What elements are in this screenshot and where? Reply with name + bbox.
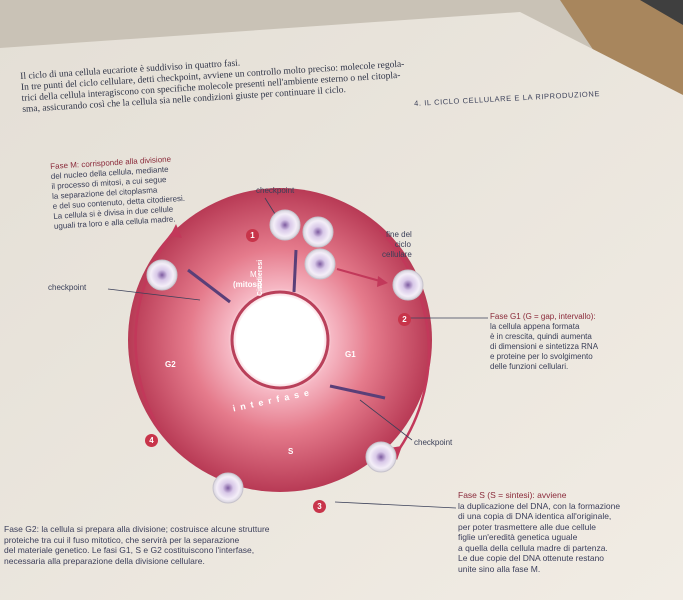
phase-s-text: Fase S (S = sintesi): avviene la duplica… bbox=[458, 490, 620, 574]
phase-s-line: Fase S (S = sintesi): avviene bbox=[458, 490, 567, 500]
end-cycle-line: cellulare bbox=[382, 250, 412, 259]
ring-label-g1: G1 bbox=[345, 350, 356, 359]
ring-label-citodieresi: Citodieresi bbox=[257, 259, 264, 296]
phase-m-text: Fase M: corrisponde alla divisione del n… bbox=[50, 154, 187, 232]
divider-g1-s bbox=[329, 384, 386, 400]
checkpoint-label-top: checkpoint bbox=[256, 186, 295, 195]
divider-m-left bbox=[187, 268, 231, 304]
phase-g1-line: di dimensioni e sintetizza RNA bbox=[490, 342, 599, 351]
cycle-arrow-left bbox=[134, 229, 176, 431]
phase-g1-line: Fase G1 (G = gap, intervallo): bbox=[490, 312, 596, 321]
ring-inner-hole bbox=[236, 296, 324, 384]
background-dark-object bbox=[620, 0, 683, 25]
pointer-checkpoint-right bbox=[359, 399, 413, 441]
checkpoint-label-right: checkpoint bbox=[414, 438, 453, 447]
phase-s-line: la duplicazione del DNA, con la formazio… bbox=[458, 500, 621, 511]
phase-s-line: Le due copie del DNA ottenute restano bbox=[458, 553, 605, 563]
phase-number-badge: 4 bbox=[145, 434, 158, 447]
phase-g1-text: Fase G1 (G = gap, intervallo): la cellul… bbox=[490, 312, 598, 372]
pointer-s-label bbox=[334, 501, 457, 509]
phase-number-badge: 1 bbox=[246, 229, 259, 242]
cell-image bbox=[146, 259, 178, 291]
ring-label-g2: G2 bbox=[165, 360, 176, 369]
small-arrowhead bbox=[377, 276, 388, 287]
phase-g1-line: delle funzioni cellulari. bbox=[490, 362, 569, 371]
pointer-checkpoint-left bbox=[107, 288, 201, 301]
phase-g2-line: necessaria alla preparazione della divis… bbox=[4, 555, 205, 566]
cell-image bbox=[269, 209, 301, 241]
cell-image bbox=[392, 269, 424, 301]
phase-s-line: figlie un'eredità genetica uguale bbox=[458, 532, 578, 542]
cell-image bbox=[302, 216, 334, 248]
phase-g1-line: è in crescita, quindi aumenta bbox=[490, 332, 592, 341]
phase-g2-line: del materiale genetico. Le fasi G1, S e … bbox=[4, 545, 255, 555]
phase-s-line: per poter trasmettere alle due cellule bbox=[458, 521, 596, 532]
phase-number-badge: 2 bbox=[398, 313, 411, 326]
phase-s-line: di una copia di DNA identica all'origina… bbox=[458, 511, 612, 521]
phase-g2-line: proteiche tra cui il fuso mitotico, che … bbox=[4, 534, 240, 545]
divider-m-right bbox=[292, 249, 298, 293]
arrowhead-left bbox=[170, 224, 182, 238]
phase-s-line: unite sino alla fase M. bbox=[458, 563, 541, 574]
phase-g2-line: Fase G2: la cellula si prepara alla divi… bbox=[4, 524, 270, 534]
phase-g1-line: la cellula appena formata bbox=[490, 322, 580, 331]
ring-inner-border bbox=[230, 290, 330, 390]
cell-image bbox=[365, 441, 397, 473]
end-cycle-line: fine del bbox=[386, 230, 412, 239]
phase-number-badge: 3 bbox=[313, 500, 326, 513]
end-cycle-line: ciclo bbox=[394, 240, 411, 249]
cell-image bbox=[212, 472, 244, 504]
phase-g1-line: e proteine per lo svolgimento bbox=[490, 352, 593, 361]
cycle-arrow-right bbox=[379, 229, 431, 456]
ring-label-mitosi: (mitosi) bbox=[233, 280, 262, 289]
ring-label-m: M bbox=[250, 270, 257, 279]
cell-image bbox=[304, 248, 336, 280]
ring-label-s: S bbox=[288, 447, 294, 456]
small-arrow bbox=[336, 268, 381, 282]
phase-g2-text: Fase G2: la cellula si prepara alla divi… bbox=[4, 524, 270, 566]
checkpoint-label-left: checkpoint bbox=[48, 283, 87, 292]
end-of-cycle-label: fine del ciclo cellulare bbox=[382, 230, 414, 260]
phase-s-line: a quella della cellula madre di partenza… bbox=[458, 542, 608, 553]
